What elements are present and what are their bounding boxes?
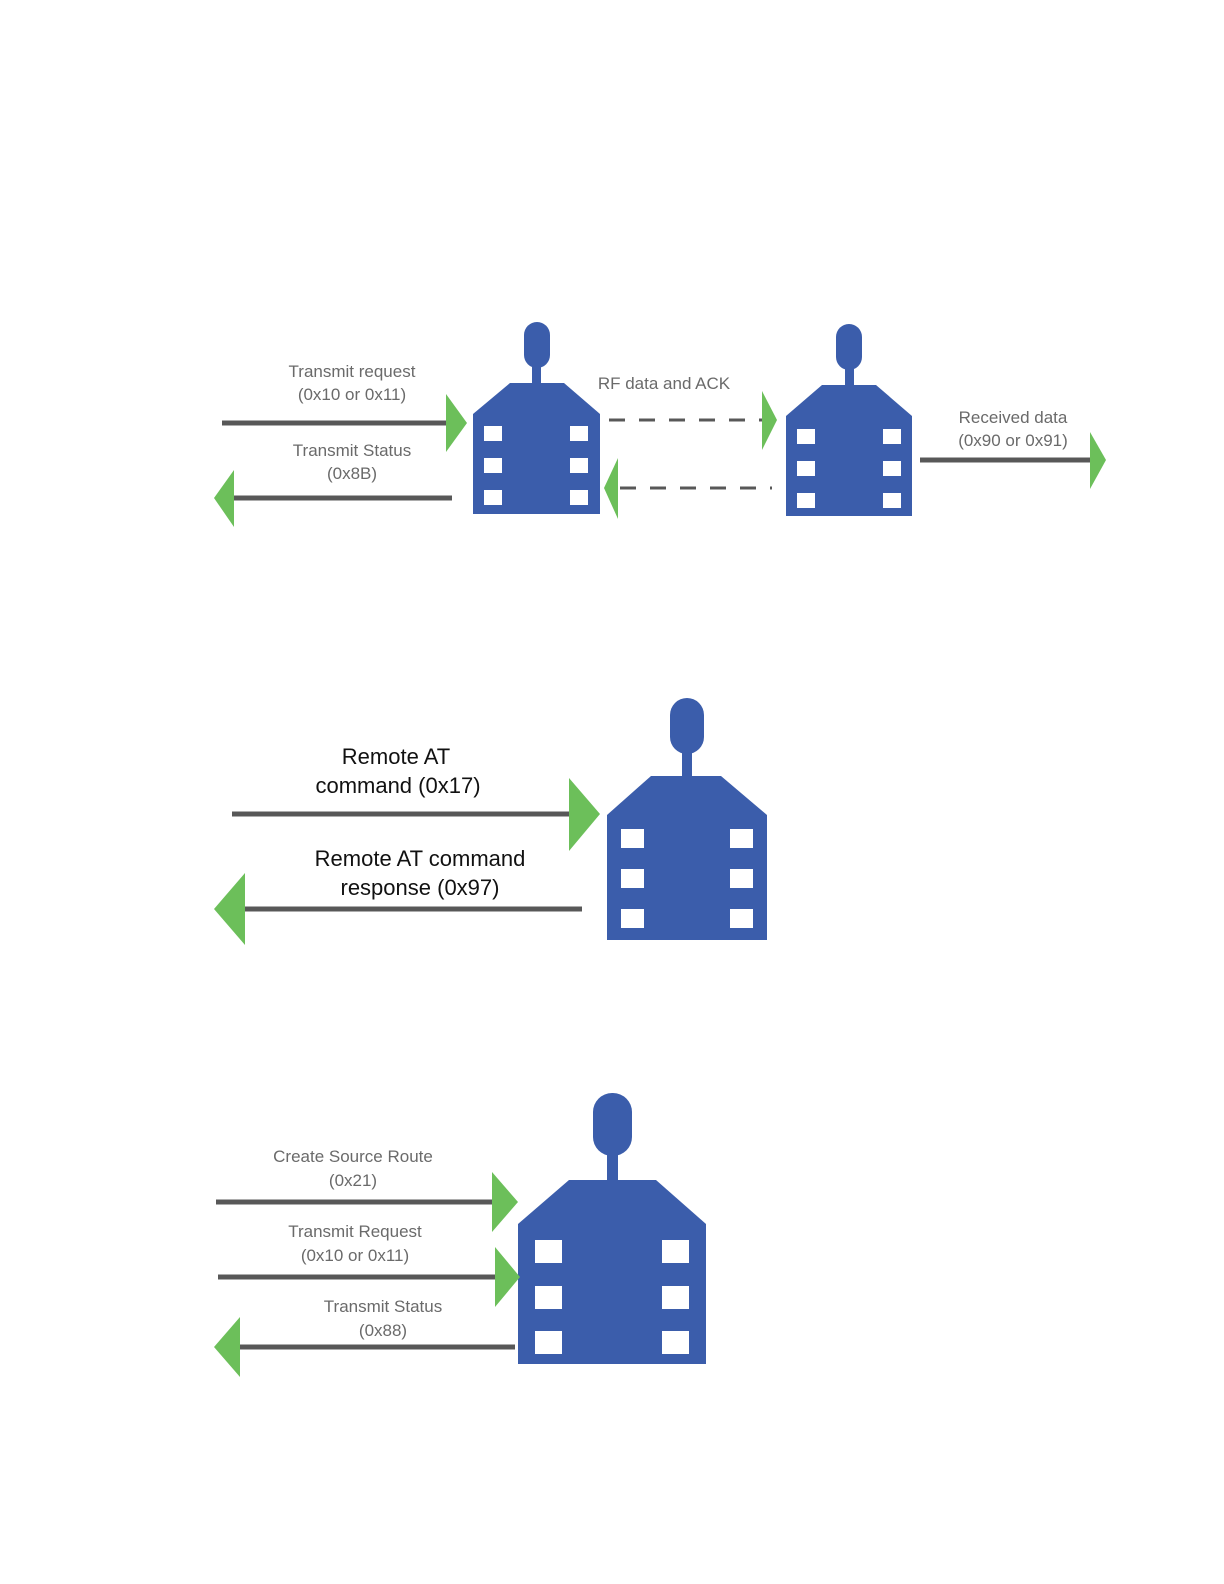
transmit-request-code: (0x10 or 0x11) bbox=[301, 1246, 409, 1265]
sender-radio-device-icon bbox=[473, 322, 600, 514]
create-source-route-code: (0x21) bbox=[329, 1171, 377, 1190]
remote-at-command-label: Remote AT bbox=[342, 744, 450, 769]
transmit-request-code: (0x10 or 0x11) bbox=[298, 385, 406, 404]
receiver-radio-device-icon bbox=[786, 324, 912, 516]
transmit-status-code: (0x88) bbox=[359, 1321, 407, 1340]
remote-at-command-code: command (0x17) bbox=[315, 773, 480, 798]
received-data-code: (0x90 or 0x91) bbox=[958, 431, 1068, 450]
remote-at-response-label: Remote AT command bbox=[315, 846, 526, 871]
ack-arrow bbox=[604, 458, 772, 519]
arrow-left-icon bbox=[214, 470, 234, 527]
transmit-status-label: Transmit Status bbox=[293, 441, 411, 460]
transmit-status-label: Transmit Status bbox=[324, 1297, 442, 1316]
rf-data-label: RF data and ACK bbox=[598, 374, 731, 393]
transmit-request-label: Transmit Request bbox=[288, 1222, 422, 1241]
arrow-left-icon bbox=[604, 458, 618, 519]
remote-at-response-code: response (0x97) bbox=[341, 875, 500, 900]
arrow-right-icon bbox=[569, 778, 600, 851]
source-route-diagram: Create Source Route (0x21) Transmit Requ… bbox=[214, 1093, 706, 1377]
received-data-label: Received data bbox=[959, 408, 1068, 427]
remote-at-diagram: Remote AT command (0x17) Remote AT comma… bbox=[214, 698, 767, 945]
transmit-status-code: (0x8B) bbox=[327, 464, 377, 483]
arrow-right-icon bbox=[762, 391, 777, 450]
transmit-request-label: Transmit request bbox=[289, 362, 416, 381]
remote-radio-device-icon bbox=[607, 698, 767, 940]
source-route-radio-device-icon bbox=[518, 1093, 706, 1364]
arrow-right-icon bbox=[446, 394, 467, 452]
arrow-left-icon bbox=[214, 1317, 240, 1377]
create-source-route-label: Create Source Route bbox=[273, 1147, 433, 1166]
arrow-left-icon bbox=[214, 873, 245, 945]
transmit-diagram: Transmit request (0x10 or 0x11) Transmit… bbox=[214, 322, 1106, 527]
rf-data-arrow bbox=[609, 391, 777, 450]
arrow-right-icon bbox=[492, 1172, 518, 1232]
arrow-right-icon bbox=[1090, 432, 1106, 489]
arrow-right-icon bbox=[495, 1247, 520, 1307]
